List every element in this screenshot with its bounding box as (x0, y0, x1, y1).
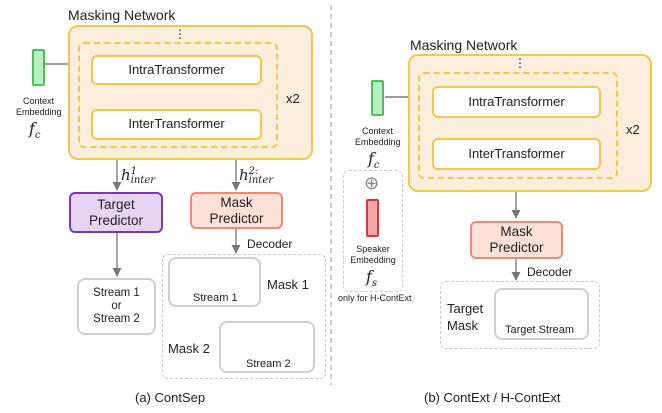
target-mask-label: Target Mask (447, 301, 484, 333)
target-stream-label: Target Stream (505, 324, 575, 336)
right-decoder-output-group (440, 281, 600, 349)
speaker-embedding-bar (366, 199, 379, 237)
stream-choice-box: Stream 1 or Stream 2 (77, 278, 156, 335)
mask2-label: Mask 2 (168, 341, 210, 356)
right-context-embedding-bar (371, 80, 384, 116)
left-context-embedding-label: Context Embedding (16, 96, 62, 117)
right-dashed-block (418, 72, 618, 179)
speaker-embedding-label: Speaker Embedding (350, 244, 396, 265)
left-caption: (a) ContSep (135, 390, 206, 405)
stream1-label: Stream 1 (193, 292, 238, 304)
right-inter-transformer: InterTransformer (432, 138, 601, 170)
right-top-ellipsis: ⋮ (514, 56, 526, 70)
right-decoder-label: Decoder (527, 265, 573, 279)
left-dashed-block (78, 42, 278, 148)
left-decoder-output-group (162, 254, 326, 379)
left-top-ellipsis: ⋮ (174, 27, 186, 41)
right-caption: (b) ContExt / H-ContExt (424, 390, 561, 405)
left-context-embedding-bar (32, 49, 45, 86)
right-intra-transformer: IntraTransformer (432, 86, 601, 118)
only-hcontext-note: only for H-ContExt (338, 293, 412, 303)
target-predictor: Target Predictor (69, 192, 163, 233)
right-network-title: Masking Network (410, 37, 518, 53)
speaker-embedding-group (343, 170, 403, 292)
left-mask-predictor: Mask Predictor (190, 192, 283, 229)
left-decoder-label: Decoder (247, 237, 293, 251)
stream2-box (219, 321, 315, 373)
left-fc-symbol: fc (29, 119, 41, 142)
left-inter-transformer: InterTransformer (91, 109, 262, 140)
left-intra-transformer: IntraTransformer (91, 55, 262, 85)
fs-symbol: fs (366, 267, 378, 290)
stream1-box (168, 257, 261, 307)
target-stream-box (494, 288, 589, 340)
left-network-title: Masking Network (68, 7, 176, 23)
right-mask-predictor: Mask Predictor (470, 221, 563, 259)
oplus-icon: ⊕ (364, 173, 380, 193)
left-repeat-label: x2 (286, 91, 300, 106)
right-context-embedding-label: Context Embedding (355, 126, 401, 147)
right-fc-symbol: fc (368, 149, 380, 172)
mask1-label: Mask 1 (267, 277, 309, 292)
right-repeat-label: x2 (626, 122, 640, 137)
stream2-label: Stream 2 (246, 358, 291, 370)
